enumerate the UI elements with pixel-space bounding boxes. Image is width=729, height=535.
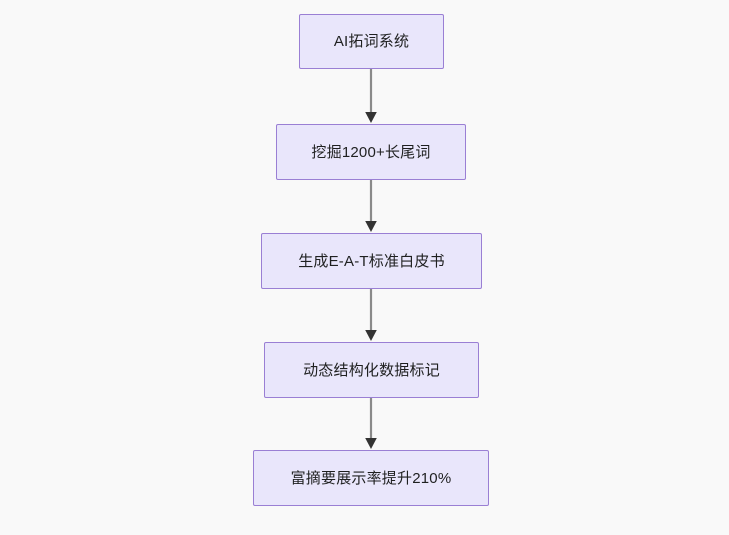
flow-edge-4-to-5 [360, 398, 382, 450]
flow-edge-1-to-2 [360, 69, 382, 124]
flow-node-rich-snippet-impression-uplift[interactable]: 富摘要展示率提升210% [253, 450, 489, 506]
flow-edge-2-to-3 [360, 180, 382, 233]
flow-node-mine-longtail-keywords[interactable]: 挖掘1200+长尾词 [276, 124, 466, 180]
flow-edge-3-to-4 [360, 289, 382, 342]
flow-node-dynamic-structured-data-markup[interactable]: 动态结构化数据标记 [264, 342, 479, 398]
flow-node-label: AI拓词系统 [333, 33, 410, 50]
flow-node-label: 生成E-A-T标准白皮书 [298, 252, 445, 270]
flow-node-label: 富摘要展示率提升210% [290, 469, 452, 487]
flow-node-generate-eat-whitepaper[interactable]: 生成E-A-T标准白皮书 [261, 233, 482, 289]
flow-node-ai-keyword-expansion-system[interactable]: AI拓词系统 [299, 14, 444, 69]
flow-node-label: 挖掘1200+长尾词 [311, 143, 431, 161]
flow-node-label: 动态结构化数据标记 [303, 361, 440, 379]
